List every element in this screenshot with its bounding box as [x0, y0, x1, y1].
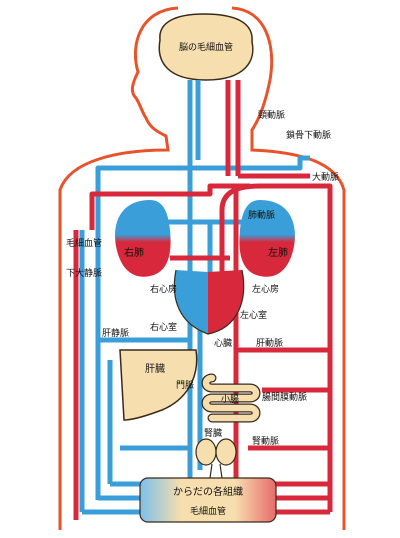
brain-capillaries-label: 脳の毛細血管 — [179, 41, 233, 53]
liver: 肝臓 — [119, 349, 198, 421]
hepatic-vein-label: 肝静脈 — [102, 327, 129, 339]
renal-artery-label: 腎動脈 — [252, 435, 279, 447]
aorta-label: 大動脈 — [312, 171, 339, 183]
hepatic-artery-label: 肝動脈 — [256, 337, 283, 349]
carotid-artery-label: 頸動脈 — [258, 109, 285, 121]
body-outline — [58, 6, 346, 530]
small-intestine-label: 小腸 — [221, 394, 239, 405]
portal-vein-label: 門脈 — [176, 379, 194, 391]
kidneys — [195, 438, 237, 479]
subclavian-artery-label: 鎖骨下動脈 — [286, 129, 331, 141]
liver-label: 肝臓 — [145, 363, 165, 375]
right-lung-label: 右肺 — [124, 246, 144, 259]
pulmonary-artery-label: 肺動脈 — [248, 209, 275, 221]
small-intestine: 小腸 — [201, 373, 261, 423]
left-atrium-label: 左心房 — [252, 283, 279, 295]
right-atrium-label: 右心房 — [150, 283, 177, 295]
heart-label: 心臓 — [214, 338, 232, 349]
body-capillaries-label: 毛細血管 — [190, 505, 226, 517]
mesenteric-artery-label: 腸間膜動脈 — [262, 391, 307, 403]
heart — [173, 269, 245, 335]
kidney-label: 腎臓 — [204, 428, 222, 439]
artery-system — [73, 80, 333, 520]
right-lung: 右肺 — [115, 200, 171, 277]
left-lung: 左肺 — [239, 200, 295, 277]
left-lung-label: 左肺 — [268, 246, 288, 259]
right-ventricle-label: 右心室 — [150, 321, 177, 333]
left-ventricle-label: 左心室 — [240, 309, 267, 321]
body-tissues-label: からだの各組織 — [173, 485, 243, 498]
inferior-vena-cava-label: 下大静脈 — [66, 267, 102, 279]
body-tissues: からだの各組織 毛細血管 — [139, 477, 277, 523]
lung-capillaries-label: 毛細血管 — [66, 237, 102, 249]
brain-capillaries: 脳の毛細血管 — [158, 13, 254, 81]
